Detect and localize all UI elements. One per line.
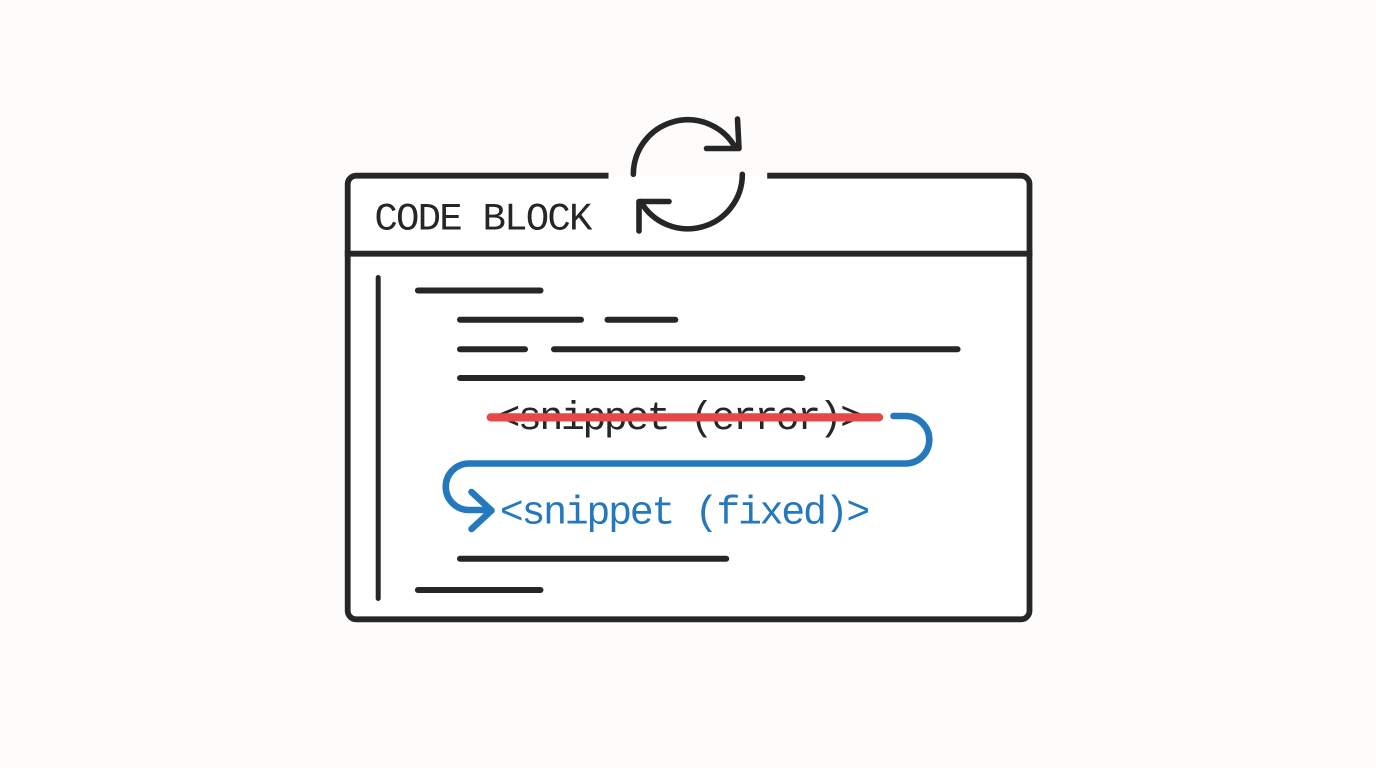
svg-text:<snippet (fixed)>: <snippet (fixed)> (500, 491, 868, 536)
svg-text:CODE BLOCK: CODE BLOCK (374, 198, 593, 242)
